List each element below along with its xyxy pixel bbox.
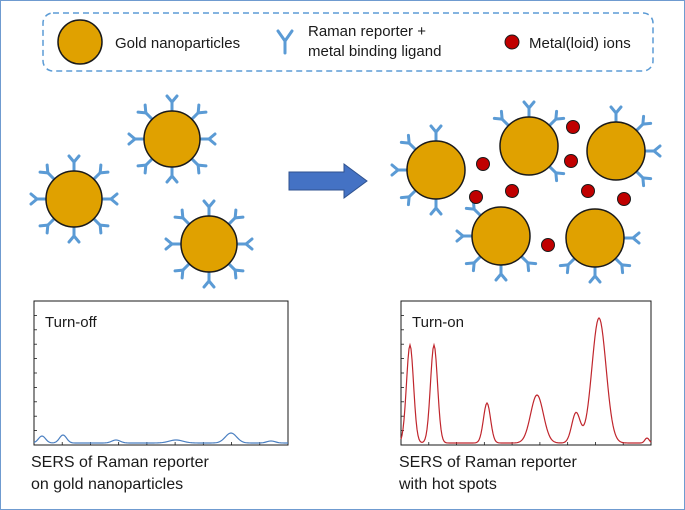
red-dot-icon [504, 34, 520, 50]
ligand-icon [164, 237, 183, 251]
ligand-icon [622, 231, 641, 245]
ligand-icon [202, 199, 216, 218]
turn-on-caption-line1: SERS of Raman reporter [399, 454, 578, 471]
ligand-icon [127, 132, 146, 146]
gold-nanoparticle-1 [29, 154, 119, 244]
turn-on-spectrum-line [400, 317, 652, 444]
ligand-icon [429, 197, 443, 216]
ligand-icon [202, 270, 216, 289]
turn-off-title: Turn-off [45, 314, 98, 331]
gold-nanoparticle-2 [127, 94, 217, 184]
aggregated-nanoparticles [390, 100, 662, 284]
ligand-icon [390, 163, 409, 177]
ligand-icon [429, 124, 443, 143]
turn-off-caption-line2: on gold nanoparticles [31, 476, 183, 493]
turn-off-plot-frame [33, 300, 289, 446]
metal-ion [505, 184, 519, 198]
gold-nanoparticle-aggregate-5 [558, 208, 641, 284]
ligand-icon [67, 154, 81, 173]
ligand-icon [198, 132, 217, 146]
ligand-icon [165, 165, 179, 184]
gold-nanoparticle [471, 206, 531, 266]
ligand-icon [494, 263, 508, 282]
gold-nanoparticle [45, 170, 103, 228]
ligand-icon [588, 265, 602, 284]
gold-nanoparticle-aggregate-4 [455, 199, 538, 282]
legend-ion-label: Metal(loid) ions [529, 35, 631, 52]
metal-ion [476, 157, 490, 171]
metal-ion [541, 238, 555, 252]
ligand-icon [455, 229, 474, 243]
metal-ion [581, 184, 595, 198]
ligand-icon [165, 94, 179, 113]
turn-on-panel: Turn-on SERS of Raman reporter with hot … [398, 300, 652, 493]
ligand-icon [29, 192, 48, 206]
turn-on-plot-frame [400, 300, 652, 446]
y-shaped-ligand-icon [276, 29, 294, 55]
turn-on-title: Turn-on [412, 314, 464, 331]
ligand-icon [522, 100, 536, 119]
gold-nanoparticle [499, 116, 559, 176]
gold-nanoparticle-aggregate-1 [390, 124, 466, 216]
metal-ion [469, 190, 483, 204]
ligand-icon [643, 144, 662, 158]
gold-nanoparticle-icon [57, 19, 103, 65]
turn-off-panel: Turn-off SERS of Raman reporter on gold … [31, 300, 289, 493]
ligand-icon [67, 225, 81, 244]
metal-ion [566, 120, 580, 134]
right-arrow-icon [288, 163, 368, 199]
turn-off-caption-line1: SERS of Raman reporter [31, 454, 210, 471]
turn-on-caption-line2: with hot spots [398, 476, 497, 493]
turn-off-spectrum-line [33, 432, 288, 444]
legend: Gold nanoparticles Raman reporter + meta… [42, 12, 654, 72]
ligand-icon [609, 105, 623, 124]
legend-frame [42, 12, 654, 72]
gold-nanoparticle-aggregate-3 [586, 105, 662, 188]
legend-reporter-label-line2: metal binding ligand [308, 43, 441, 60]
gold-nanoparticle [565, 208, 625, 268]
gold-nanoparticle [143, 110, 201, 168]
legend-gold-label: Gold nanoparticles [115, 35, 240, 52]
gold-nanoparticle-aggregate-2 [492, 100, 566, 183]
gold-nanoparticle-3 [164, 199, 254, 289]
gold-nanoparticle [406, 140, 466, 200]
ligand-icon [235, 237, 254, 251]
dispersed-nanoparticles [29, 94, 254, 289]
metal-ion [617, 192, 631, 206]
gold-nanoparticle [180, 215, 238, 273]
gold-nanoparticle [586, 121, 646, 181]
ligand-icon [100, 192, 119, 206]
metal-ion [564, 154, 578, 168]
legend-reporter-label-line1: Raman reporter + [308, 23, 426, 40]
